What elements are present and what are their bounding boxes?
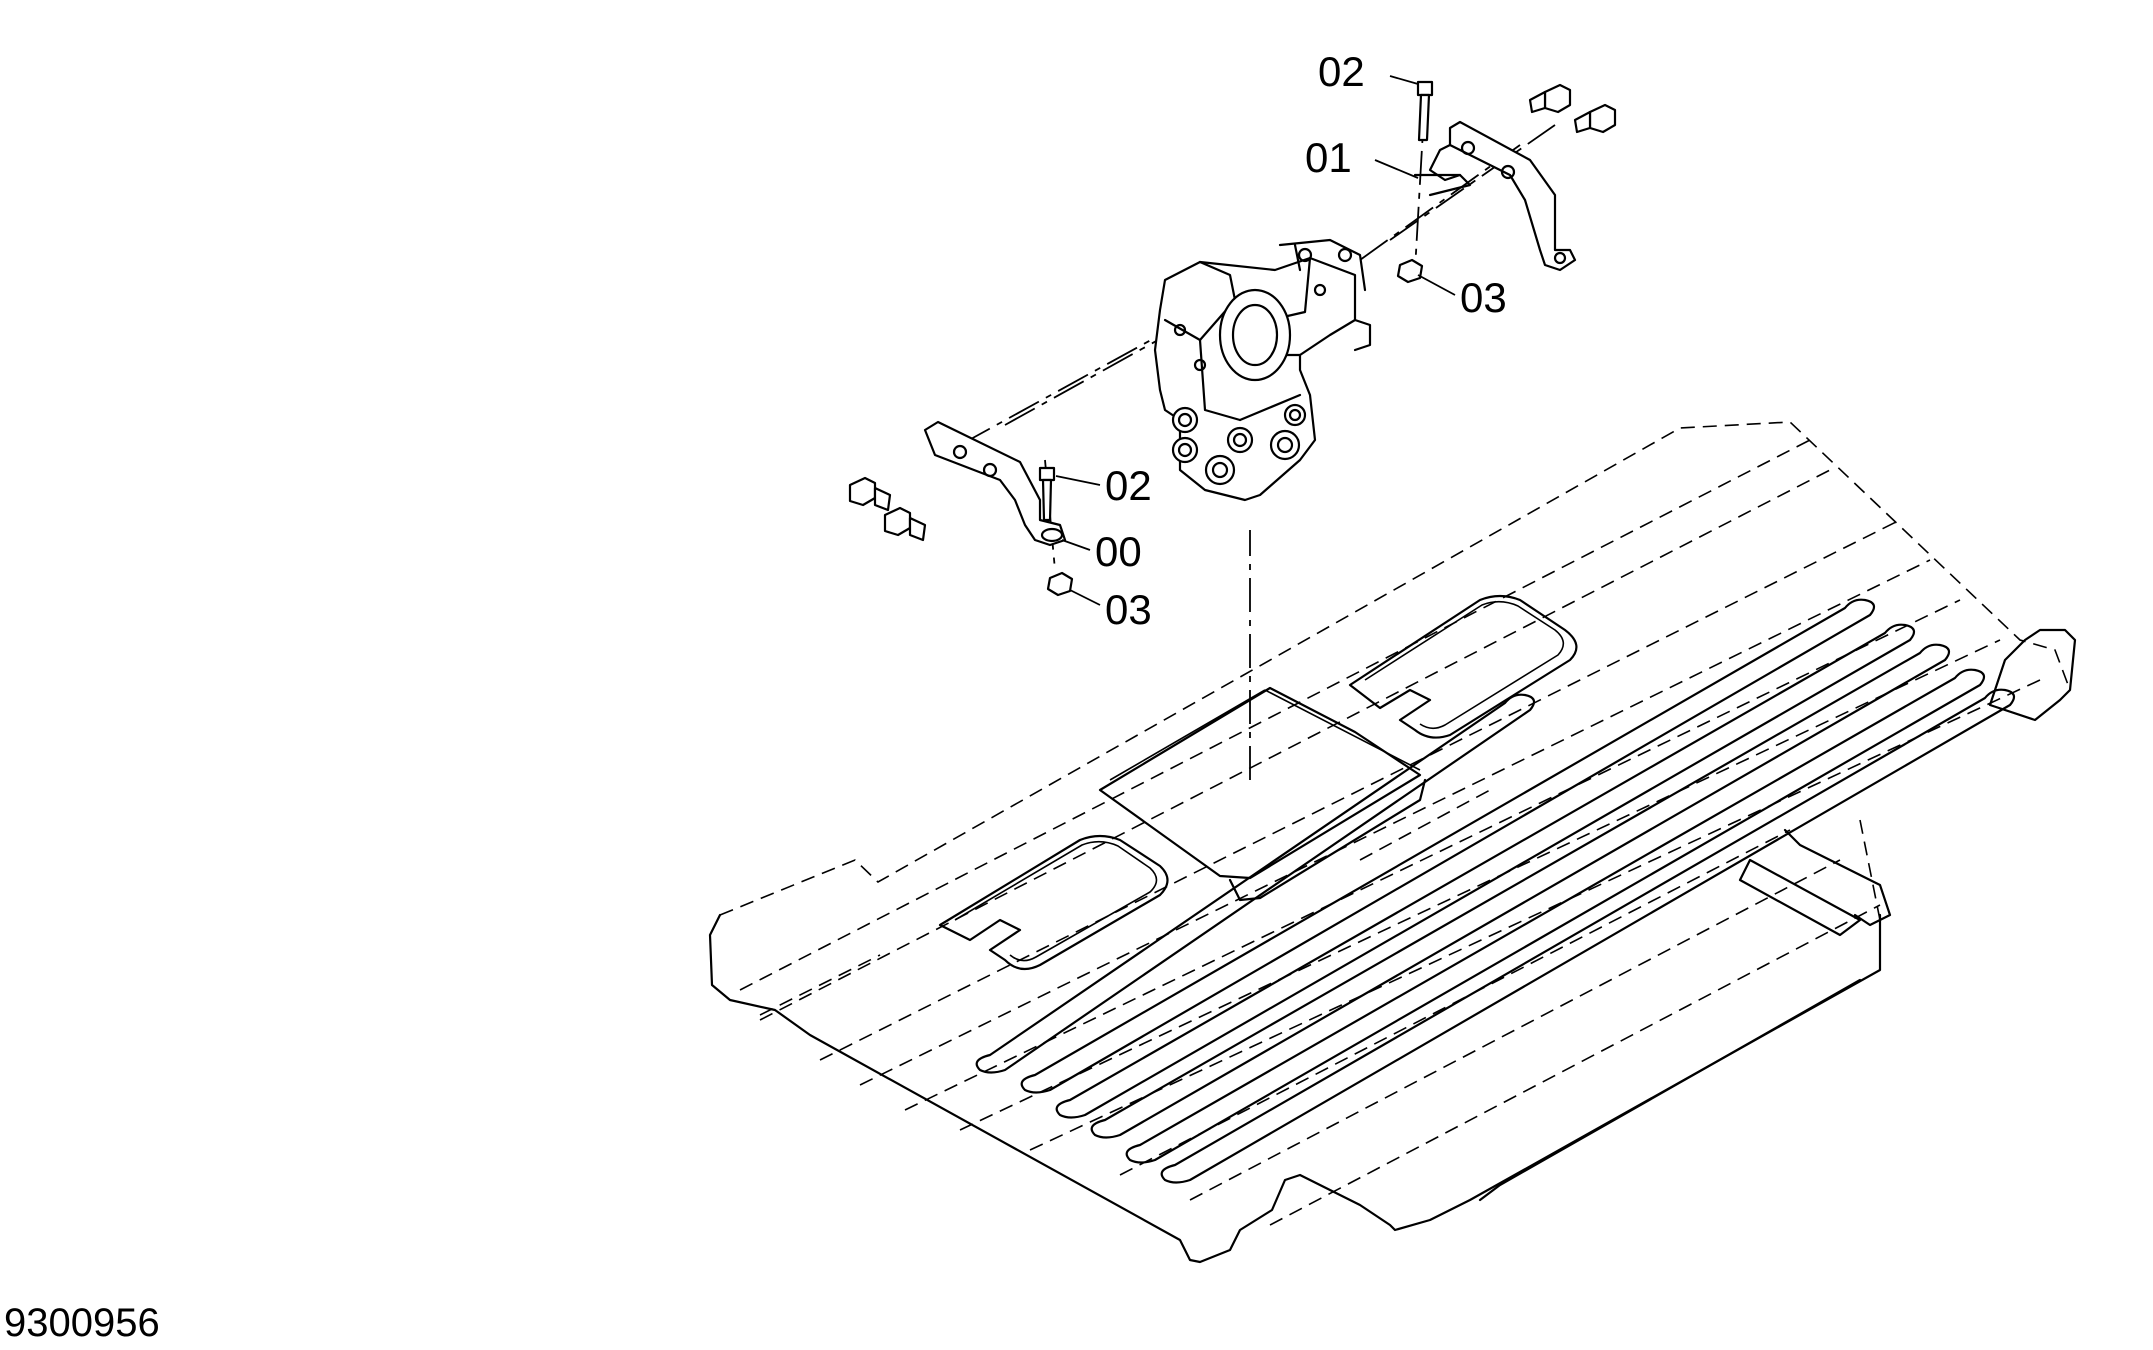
valve-opening — [1098, 686, 1427, 902]
hydraulic-valve-block — [1153, 238, 1372, 502]
mounting-bracket-left — [923, 420, 1067, 547]
callout-03-left: 03 — [1105, 586, 1152, 633]
hex-nut-icon — [1396, 258, 1424, 284]
hex-nut-icon — [1046, 571, 1074, 597]
hex-flange-bolt-icon — [883, 506, 927, 542]
floor-grooves — [975, 598, 2016, 1184]
hex-flange-bolt-icon — [848, 476, 892, 512]
long-bolt-icon — [1038, 466, 1056, 522]
mounting-bracket-right — [1413, 120, 1577, 272]
hex-flange-bolt-icon — [1573, 103, 1617, 134]
long-bolt-icon — [1416, 80, 1434, 142]
callout-00: 00 — [1095, 528, 1142, 575]
floor-plate — [708, 421, 2077, 1264]
leader-lines — [1055, 75, 1456, 606]
callout-03-right: 03 — [1460, 274, 1507, 321]
callout-01: 01 — [1305, 134, 1352, 181]
callout-02-left: 02 — [1105, 462, 1152, 509]
hex-flange-bolt-icon — [1528, 83, 1572, 114]
callout-02-top: 02 — [1318, 48, 1365, 95]
pocket-right — [1348, 594, 1578, 739]
bolts — [848, 80, 1617, 597]
figure-number: 9300956 — [4, 1301, 160, 1345]
pocket-left — [938, 834, 1169, 971]
